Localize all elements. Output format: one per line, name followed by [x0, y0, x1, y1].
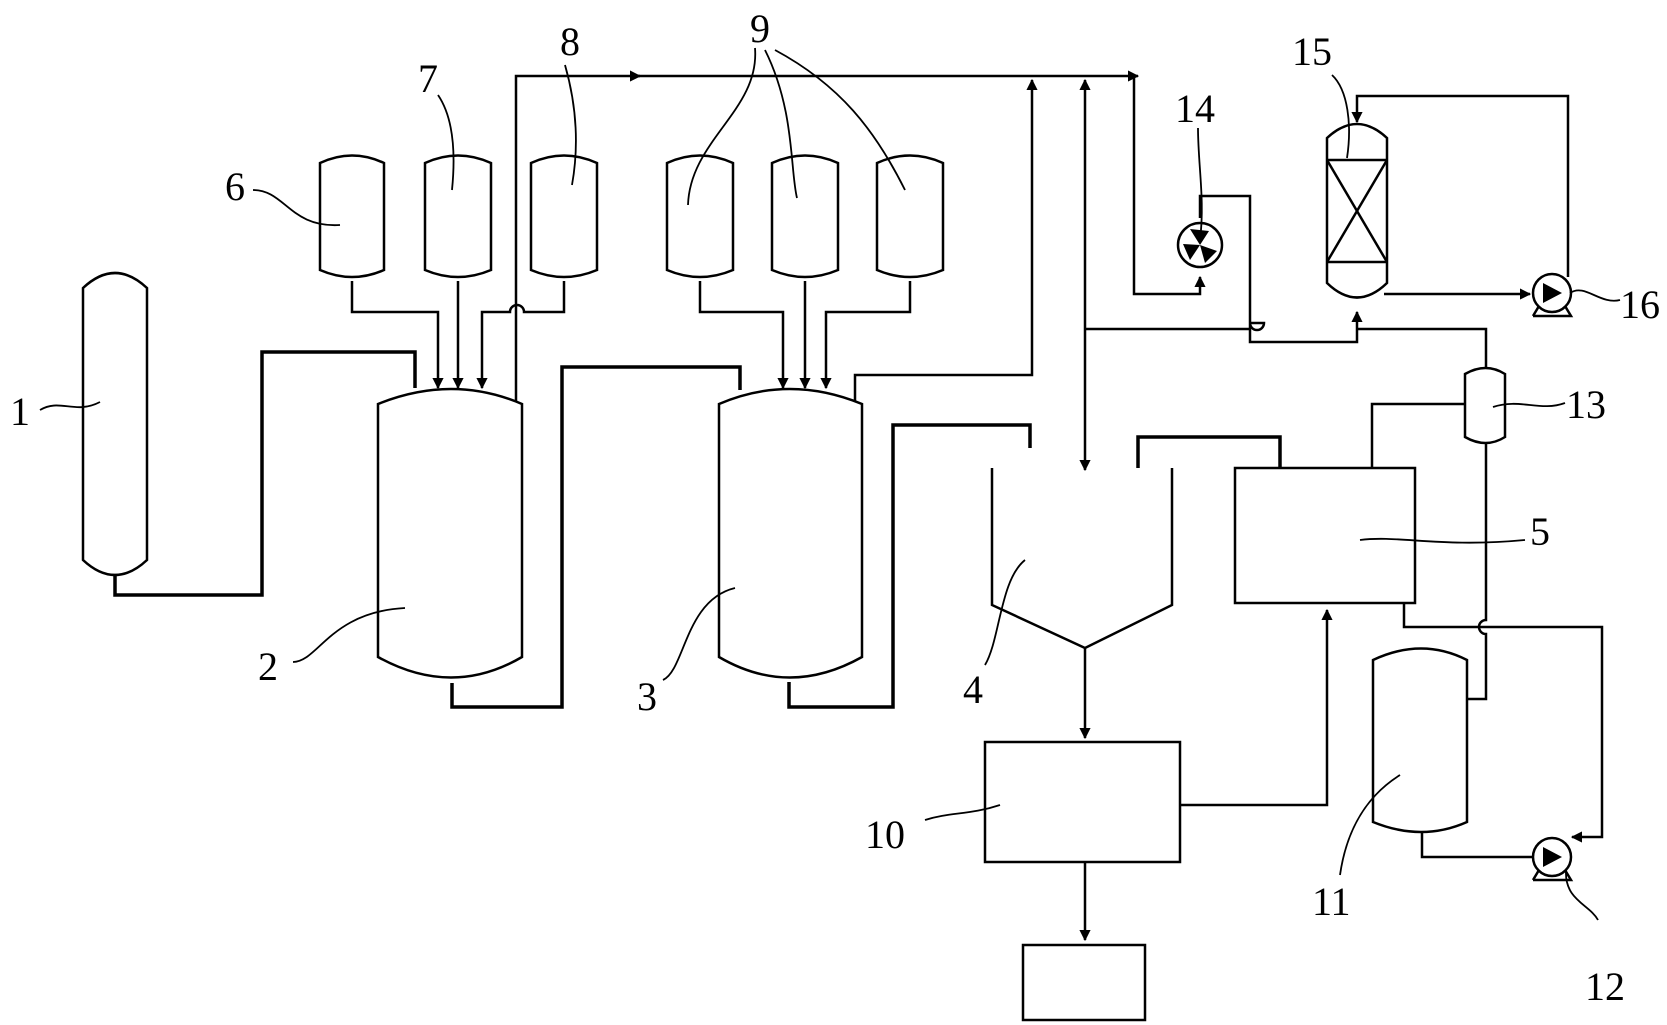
pipe-9a-to-3 [698, 281, 789, 390]
pipe-5-return [1402, 603, 1604, 843]
leader-lines [39, 47, 1621, 921]
pipe-5-to-13 [1370, 402, 1465, 468]
leader-15 [1331, 74, 1350, 159]
leader-5 [1359, 537, 1526, 544]
feed-tank-8 [529, 154, 599, 279]
label-3: 3 [637, 674, 657, 719]
equipment [81, 122, 1574, 1022]
pipe-2-to-3 [450, 365, 742, 709]
feed-tank-9b [770, 154, 840, 279]
label-16: 16 [1620, 282, 1660, 327]
leader-9b [764, 49, 798, 199]
pipelines [113, 70, 1604, 942]
leader-11 [1339, 774, 1401, 876]
vent-3-to-header [853, 78, 1038, 403]
label-2: 2 [258, 644, 278, 689]
label-7: 7 [418, 56, 438, 101]
leader-9c [774, 49, 906, 191]
unit-10 [983, 740, 1182, 864]
pipe-13-down [1467, 442, 1488, 701]
pipe-16-return [1351, 94, 1570, 277]
label-6: 6 [225, 164, 245, 209]
label-5: 5 [1530, 509, 1550, 554]
feed-tank-7 [423, 154, 493, 279]
label-9: 9 [750, 6, 770, 51]
feed-tank-9c [875, 154, 945, 279]
leader-9a [687, 47, 756, 206]
leader-8 [564, 64, 577, 186]
number-labels: 1 2 3 4 5 6 7 8 9 10 11 12 13 14 15 16 [10, 6, 1660, 1009]
vent-header-2 [514, 70, 642, 404]
label-14: 14 [1175, 86, 1215, 131]
reactor-2 [376, 387, 524, 679]
label-12: 12 [1585, 964, 1625, 1009]
leader-10 [924, 804, 1001, 821]
reactor-3 [717, 387, 864, 679]
label-4: 4 [963, 667, 983, 712]
fan-14 [1176, 221, 1224, 269]
label-8: 8 [560, 19, 580, 64]
pipe-15-to-13 [1357, 327, 1488, 367]
storage-column-1 [81, 271, 149, 577]
leader-7 [437, 94, 455, 191]
pipe-9c-to-3 [820, 281, 912, 390]
leader-6 [252, 189, 341, 226]
pipe-header-to-14 [1132, 76, 1206, 296]
pipe-8-to-2 [476, 281, 566, 390]
label-15: 15 [1292, 29, 1332, 74]
label-13: 13 [1566, 382, 1606, 427]
label-1: 1 [10, 389, 30, 434]
hopper-4 [990, 468, 1174, 650]
leader-4 [984, 559, 1026, 666]
pipe-4-to-5 [1136, 435, 1282, 468]
pump-16 [1531, 272, 1574, 318]
tank-11 [1371, 647, 1469, 834]
leader-1 [39, 401, 101, 411]
pipe-10-to-5 [1180, 608, 1333, 807]
leader-13 [1492, 402, 1566, 408]
separator-13 [1463, 366, 1507, 445]
pipe-3-to-4 [787, 423, 1032, 709]
feed-tank-6 [318, 154, 386, 279]
pipe-6-to-2 [350, 281, 444, 390]
collection-bin [1021, 943, 1147, 1022]
unit-5 [1233, 466, 1417, 605]
leader-12 [1565, 871, 1599, 921]
label-10: 10 [865, 812, 905, 857]
feed-tank-9a [665, 154, 735, 279]
pipe-1-to-2 [113, 350, 417, 597]
leader-3 [662, 587, 736, 681]
leader-14 [1197, 127, 1203, 241]
pipe-11-to-12 [1420, 832, 1533, 859]
pump-12 [1531, 836, 1574, 882]
leader-16 [1569, 289, 1621, 302]
leader-2 [292, 607, 406, 663]
packed-column-15 [1325, 122, 1389, 299]
label-11: 11 [1312, 879, 1351, 924]
pipe-14-to-15 [1198, 194, 1363, 344]
